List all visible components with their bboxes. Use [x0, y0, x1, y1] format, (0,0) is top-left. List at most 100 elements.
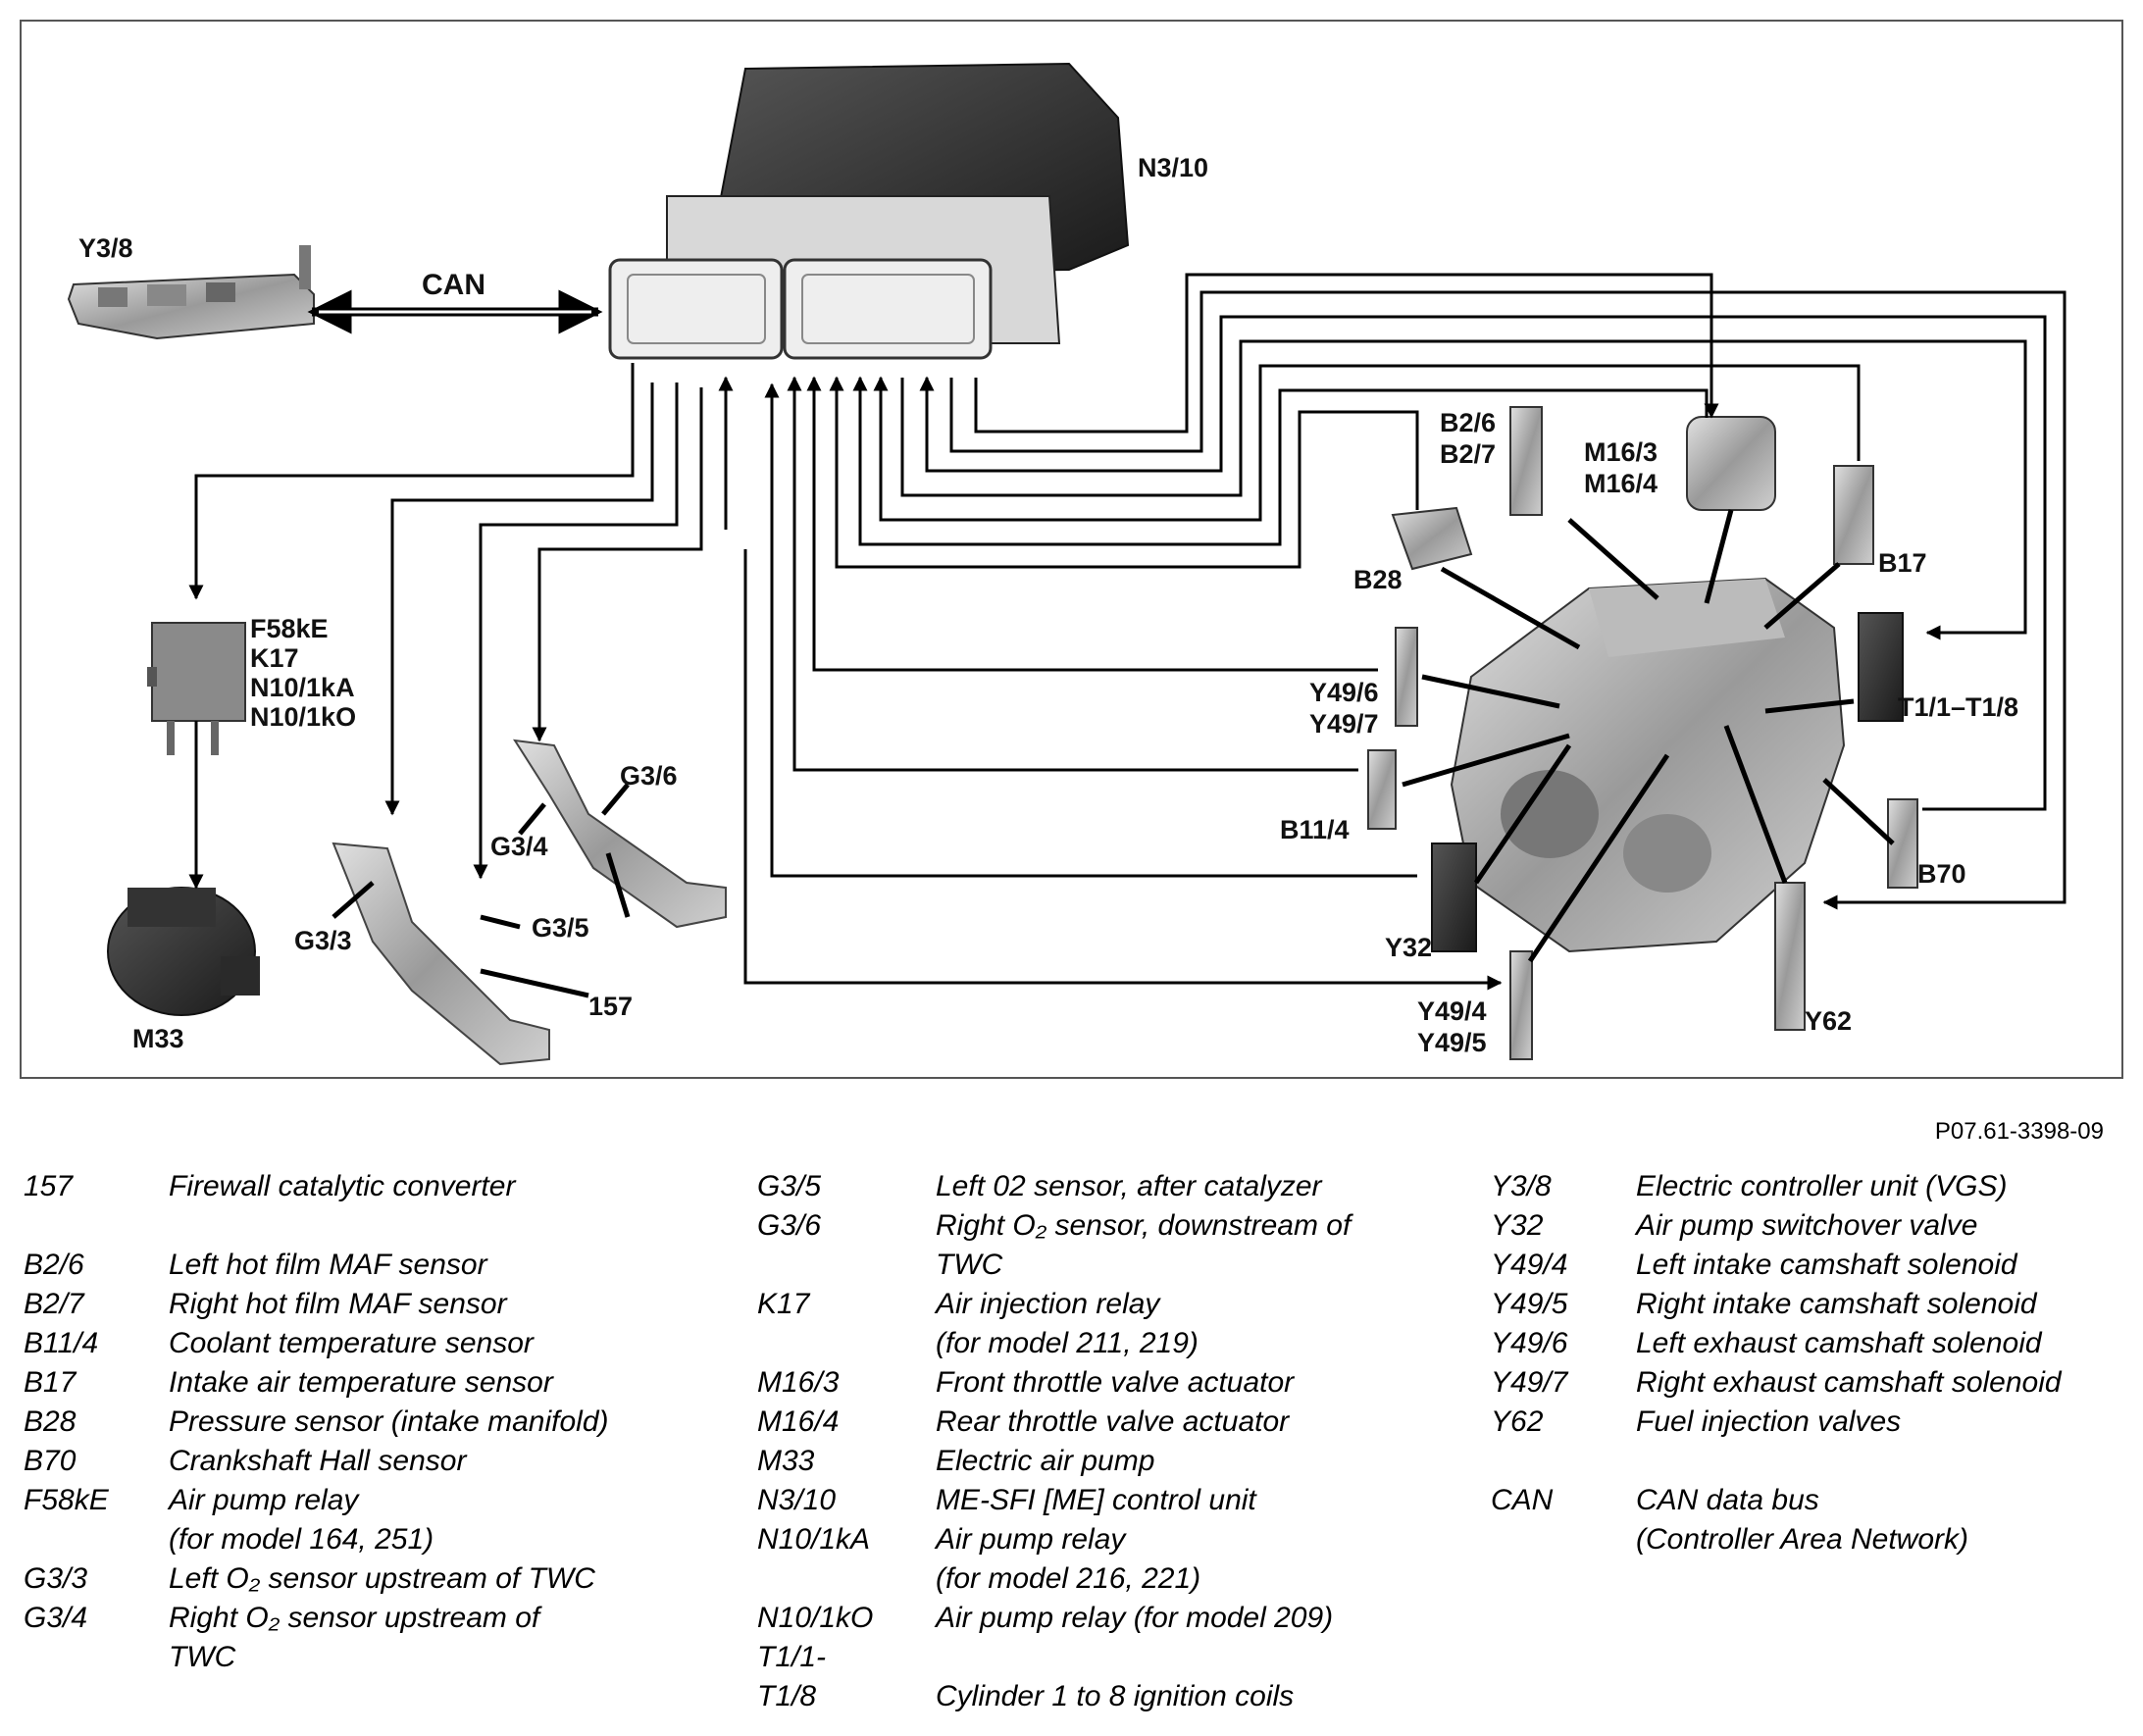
sensor-b2: [1509, 406, 1543, 516]
legend-description: (for model 216, 221): [936, 1562, 1201, 1595]
legend-description: Left O₂ sensor upstream of TWC: [169, 1562, 595, 1595]
legend-item: G3/3 Left O₂ sensor upstream of TWC: [24, 1559, 749, 1599]
legend-item: (for model 216, 221): [757, 1559, 1483, 1599]
legend-item: Y49/5 Right intake camshaft solenoid: [1491, 1285, 2128, 1324]
legend-code: Y49/7: [1491, 1366, 1568, 1399]
legend-code: B2/6: [24, 1249, 84, 1281]
legend-code: N3/10: [757, 1484, 837, 1516]
legend-description: Air pump relay: [936, 1523, 1126, 1556]
legend-code: M16/4: [757, 1405, 840, 1438]
leader-lines: [332, 509, 1895, 998]
legend-item: T1/8 Cylinder 1 to 8 ignition coils: [757, 1677, 1483, 1716]
label-b2-6: B2/6: [1440, 408, 1496, 437]
legend-code: M16/3: [757, 1366, 840, 1399]
legend-description: CAN data bus: [1636, 1484, 1819, 1516]
legend-description: Firewall catalytic converter: [169, 1170, 516, 1202]
legend-description: Pressure sensor (intake manifold): [169, 1405, 609, 1438]
legend-description: ME-SFI [ME] control unit: [936, 1484, 1256, 1516]
label-y62: Y62: [1805, 1006, 1852, 1036]
legend-description: Electric air pump: [936, 1445, 1155, 1477]
label-m16-4: M16/4: [1584, 469, 1658, 498]
relay-block: [147, 622, 246, 755]
solenoid-y49-6: [1395, 627, 1418, 727]
sensor-b17: [1833, 465, 1874, 565]
legend-description: Crankshaft Hall sensor: [169, 1445, 467, 1477]
legend-item: B2/6 Left hot film MAF sensor: [24, 1246, 749, 1285]
label-y49-6: Y49/6: [1309, 678, 1379, 707]
wires: [188, 273, 2066, 991]
legend-description: Electric controller unit (VGS): [1636, 1170, 2008, 1202]
legend-code: 157: [24, 1170, 74, 1202]
label-y3-8: Y3/8: [78, 233, 133, 263]
label-157: 157: [588, 992, 633, 1021]
legend-code: N10/1kA: [757, 1523, 871, 1556]
legend-description: Air pump relay: [169, 1484, 359, 1516]
legend-code: Y49/5: [1491, 1288, 1568, 1320]
label-y49-4: Y49/4: [1417, 996, 1487, 1026]
legend-code: Y3/8: [1491, 1170, 1552, 1202]
legend-description: Intake air temperature sensor: [169, 1366, 553, 1399]
legend-description: Right exhaust camshaft solenoid: [1636, 1366, 2062, 1399]
legend-description: Air injection relay: [936, 1288, 1160, 1320]
label-y32: Y32: [1385, 933, 1432, 962]
air-pump-m33: [107, 887, 260, 1016]
figure-code: P07.61-3398-09: [1934, 1118, 2104, 1145]
label-g3-5: G3/5: [532, 913, 589, 943]
legend-code: Y49/6: [1491, 1327, 1568, 1359]
legend-description: Coolant temperature sensor: [169, 1327, 534, 1359]
legend-description: Right intake camshaft solenoid: [1636, 1288, 2037, 1320]
legend-description: Right O₂ sensor upstream of: [169, 1602, 540, 1634]
legend-code: [1491, 1520, 1636, 1559]
legend-code: G3/4: [24, 1602, 88, 1634]
legend-code: [24, 1638, 169, 1677]
legend-code: M33: [757, 1445, 815, 1477]
label-b17: B17: [1878, 548, 1927, 578]
legend-item: B11/4 Coolant temperature sensor: [24, 1324, 749, 1363]
legend-code: Y62: [1491, 1405, 1544, 1438]
legend-code: [757, 1246, 936, 1285]
injector-y62: [1774, 882, 1806, 1031]
legend-item: Y49/7 Right exhaust camshaft solenoid: [1491, 1363, 2128, 1403]
label-y49-5: Y49/5: [1417, 1028, 1487, 1057]
label-n10-1ko: N10/1kO: [250, 702, 356, 732]
legend-code: Y49/4: [1491, 1249, 1568, 1281]
legend-item: G3/4 Right O₂ sensor upstream of: [24, 1599, 749, 1638]
legend-code: T1/8: [757, 1680, 817, 1712]
engine: [1450, 577, 1846, 953]
label-k17: K17: [250, 643, 299, 673]
controller-y3-8: [67, 245, 315, 340]
legend-code: G3/3: [24, 1562, 88, 1595]
legend-code: B11/4: [24, 1327, 99, 1359]
label-g3-4: G3/4: [490, 832, 548, 861]
label-b70: B70: [1917, 859, 1966, 889]
legend-description: Left hot film MAF sensor: [169, 1249, 487, 1281]
legend-item: TWC: [757, 1246, 1483, 1285]
label-m16-3: M16/3: [1584, 437, 1658, 467]
legend-description: (for model 164, 251): [169, 1523, 434, 1556]
legend-item: Y3/8 Electric controller unit (VGS): [1491, 1167, 2128, 1206]
legend-code: B2/7: [24, 1288, 84, 1320]
legend-code: G3/5: [757, 1170, 822, 1202]
legend-description: Right hot film MAF sensor: [169, 1288, 507, 1320]
label-g3-3: G3/3: [294, 926, 352, 955]
label-t1: T1/1–T1/8: [1898, 692, 2018, 722]
legend-item: B2/7 Right hot film MAF sensor: [24, 1285, 749, 1324]
legend-description: Cylinder 1 to 8 ignition coils: [936, 1680, 1295, 1712]
valve-y32: [1431, 842, 1477, 952]
label-b11-4: B11/4: [1280, 815, 1350, 844]
legend-spacer: [24, 1206, 749, 1246]
coil-t1: [1858, 612, 1904, 722]
